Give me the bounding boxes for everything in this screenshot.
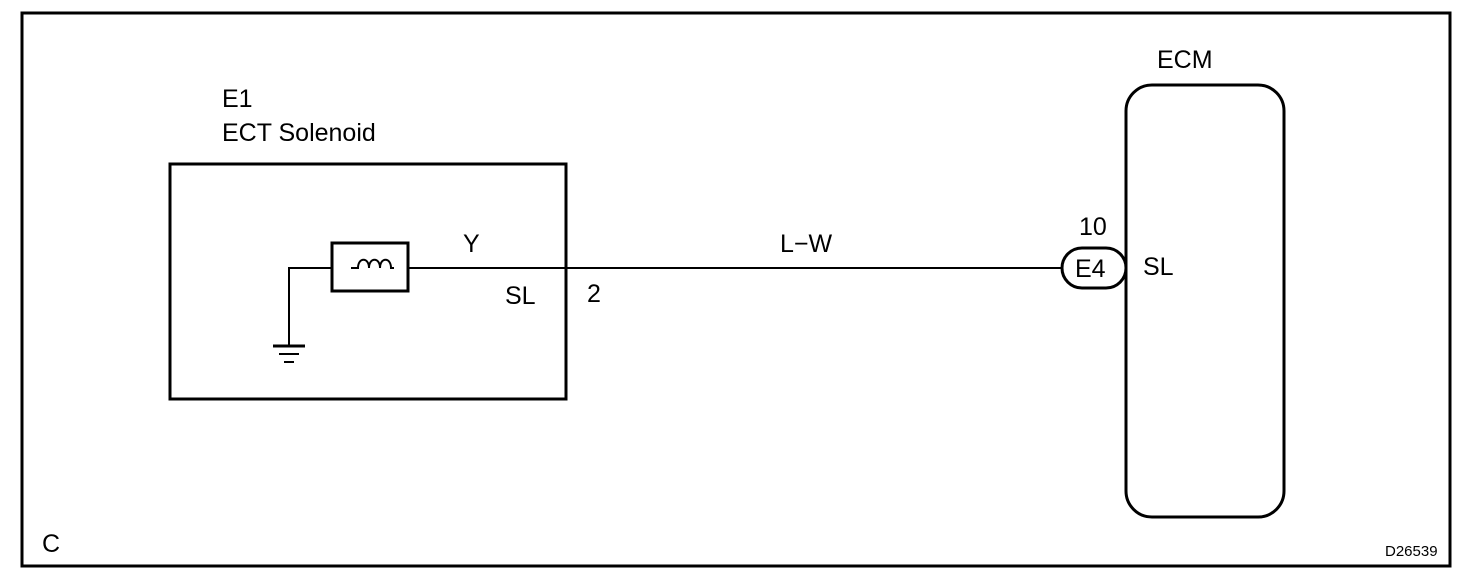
solenoid-component-box (168, 162, 568, 401)
internal-wire-color-label: Y (463, 230, 480, 258)
figure-frame (20, 11, 1452, 568)
ecm-connector-label: E4 (1075, 255, 1106, 283)
wire-color-label: L−W (780, 230, 833, 258)
ecm-terminal-number-label: 10 (1079, 213, 1107, 241)
ecm-terminal-name-label: SL (1143, 253, 1174, 281)
solenoid-coil-icon (351, 258, 394, 269)
solenoid-terminal-name-label: SL (505, 282, 536, 310)
ecm-name-label: ECM (1157, 46, 1213, 74)
figure-code: D26539 (1385, 543, 1438, 560)
ground-wire (288, 267, 332, 345)
corner-letter: C (42, 530, 60, 558)
solenoid-connector-label: E1 (222, 85, 253, 113)
solenoid-name-label: ECT Solenoid (222, 119, 376, 147)
solenoid-terminal-number-label: 2 (587, 280, 601, 308)
ecm-component-box (1124, 83, 1286, 519)
